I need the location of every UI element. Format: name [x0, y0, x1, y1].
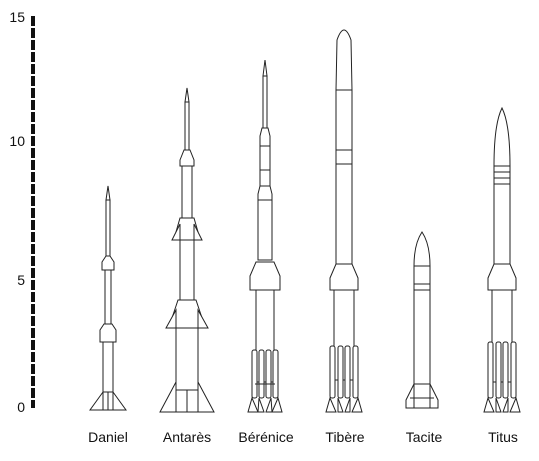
rocket-antares [159, 87, 215, 413]
rocket-tacite [405, 231, 439, 409]
rocket-label-berenice: Bérénice [238, 429, 293, 445]
scale-tick-0: 0 [17, 399, 25, 415]
rocket-label-daniel: Daniel [88, 429, 128, 445]
rocket-label-antares: Antarès [163, 429, 211, 445]
height-scale: 0 5 10 15 [9, 9, 35, 415]
rocket-berenice [247, 59, 283, 413]
rocket-tibere [325, 29, 363, 413]
scale-tick-10: 10 [9, 133, 25, 149]
scale-tick-5: 5 [17, 272, 25, 288]
rocket-label-tibere: Tibère [325, 429, 364, 445]
rocket-daniel [89, 185, 127, 411]
scale-tick-15: 15 [9, 9, 25, 25]
rocket-label-titus: Titus [488, 429, 518, 445]
rocket-label-tacite: Tacite [406, 429, 443, 445]
rocket-titus [483, 106, 521, 413]
